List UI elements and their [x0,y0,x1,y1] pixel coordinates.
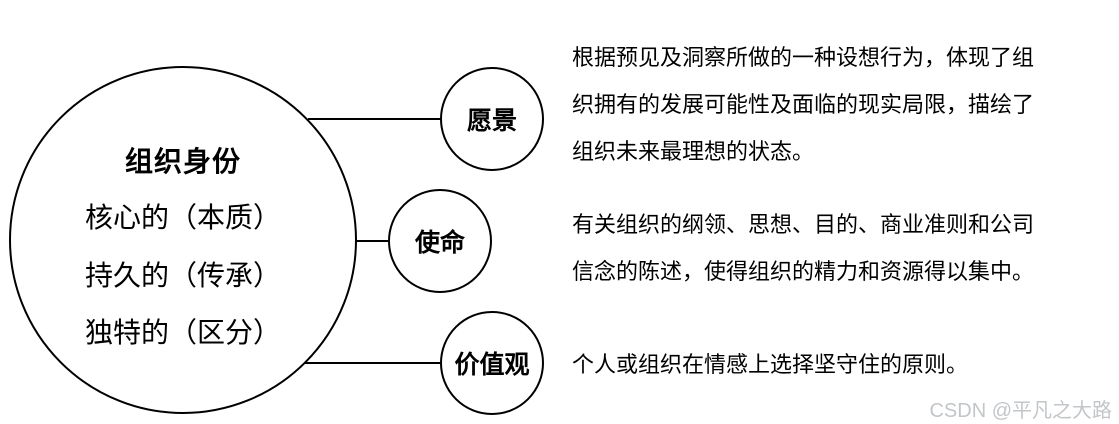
node-label-vision: 愿景 [466,107,517,135]
node-label-values: 价值观 [454,351,530,379]
description-values-line: 个人或组织在情感上选择坚守住的原则。 [572,352,969,377]
node-label-mission: 使命 [414,229,465,257]
description-mission-line: 有关组织的纲领、思想、目的、商业准则和公司 [572,212,1035,237]
description-values: 个人或组织在情感上选择坚守住的原则。 [572,341,1117,388]
description-vision-line: 组织未来最理想的状态。 [572,139,815,164]
node-circle-mission: 使命 [388,189,492,293]
main-circle-attribute-enduring: 持久的（传承） [84,260,281,291]
description-vision: 根据预见及洞察所做的一种设想行为，体现了组 织拥有的发展可能性及面临的现实局限，… [572,34,1117,175]
main-circle-title: 组织身份 [124,146,241,177]
main-circle-attribute-distinctive: 独特的（区分） [84,317,281,348]
description-vision-line: 织拥有的发展可能性及面临的现实局限，描绘了 [572,92,1035,117]
node-circle-vision: 愿景 [440,67,544,171]
connector-line-vision [308,118,440,120]
connector-line-mission [356,240,388,242]
description-mission-line: 信念的陈述，使得组织的精力和资源得以集中。 [572,259,1035,284]
connector-line-values [305,362,440,364]
main-circle-attribute-core: 核心的（本质） [84,202,281,233]
main-circle-organizational-identity: 组织身份 核心的（本质） 持久的（传承） 独特的（区分） [9,66,357,414]
description-vision-line: 根据预见及洞察所做的一种设想行为，体现了组 [572,45,1035,70]
node-circle-values: 价值观 [440,311,544,415]
description-mission: 有关组织的纲领、思想、目的、商业准则和公司 信念的陈述，使得组织的精力和资源得以… [572,201,1117,295]
watermark: CSDN @平凡之大路 [929,400,1112,422]
